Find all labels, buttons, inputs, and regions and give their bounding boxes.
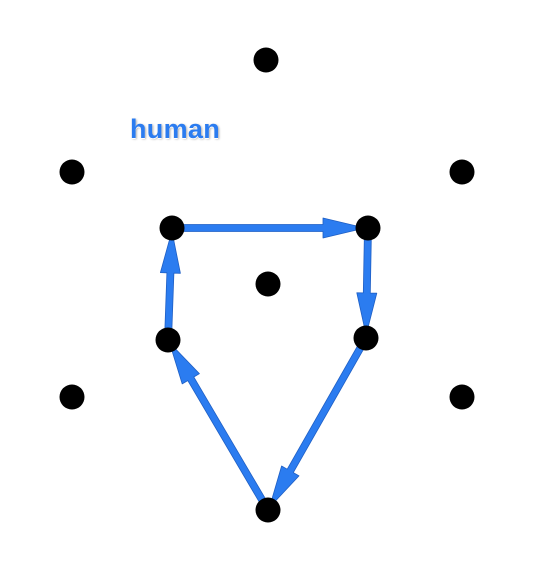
dot-center [255,271,281,297]
dot-upper-right [449,159,475,185]
dot-lower-left [59,384,85,410]
arrow-inner-bottom-right-to-bottom [269,335,370,508]
arrow-bottom-to-inner-bottom-left [169,342,272,513]
arrow-inner-top-left-to-inner-top-right [171,217,366,239]
dot-inner-top-right [355,215,381,241]
dot-inner-bottom-left [155,327,181,353]
dot-inner-bottom-right [353,325,379,351]
arrow-path [159,217,378,513]
dot-lower-right [449,384,475,410]
dot-grid [59,47,475,523]
dot-bottom [255,497,281,523]
arrow-inner-bottom-left-to-inner-top-left [159,230,181,341]
dot-inner-top-left [159,215,185,241]
dot-top [253,47,279,73]
human-label: human [130,114,221,144]
dot-upper-left [59,159,85,185]
arrow-inner-top-right-to-inner-bottom-right [356,227,378,336]
